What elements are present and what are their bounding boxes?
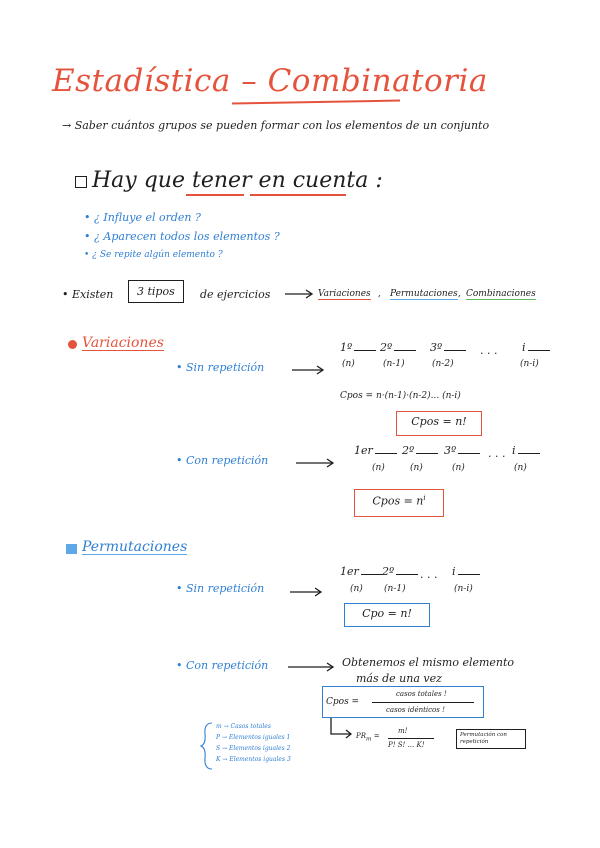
arrow-icon [285, 289, 314, 299]
var-con-dots: . . . [488, 447, 506, 460]
legend-m: m → Casos totales [216, 723, 271, 730]
page-title: Estadística – Combinatoria [52, 63, 488, 99]
var-sin-dots: . . . [480, 344, 498, 357]
var-con-count-2: (n) [410, 463, 423, 473]
variaciones-heading: Variaciones [82, 335, 164, 351]
pr-denominator: P! S! ... K! [388, 741, 425, 749]
underline-tener [186, 194, 244, 196]
types-mid: de ejercicios [200, 288, 271, 301]
type-permutaciones: Permutaciones [390, 289, 458, 300]
question-order: • ¿ Influye el orden ? [84, 211, 201, 224]
perm-con-label: • Con repetición [176, 659, 269, 672]
var-sin-count-i: (n-i) [520, 359, 539, 369]
perm-sin-count-2: (n-1) [384, 584, 406, 594]
perm-con-note-1: Obtenemos el mismo elemento [342, 656, 515, 669]
perm-sin-count-1: (n) [350, 584, 363, 594]
perm-sin-label: • Sin repetición [176, 582, 265, 595]
variaciones-dot-icon [68, 340, 77, 349]
var-sin-count-2: (n-1) [383, 359, 405, 369]
perm-con-formula-box [322, 686, 484, 718]
var-sin-pos-3: 3º [430, 342, 467, 353]
var-con-label: • Con repetición [176, 454, 269, 467]
legend-p: P → Elementos iguales 1 [216, 734, 291, 741]
var-sin-pos-2: 2º [380, 342, 417, 353]
perm-con-note-2: más de una vez [356, 672, 442, 685]
var-con-count-1: (n) [372, 463, 385, 473]
type-variaciones: Variaciones [318, 289, 371, 300]
var-con-pos-2: 2º [402, 445, 439, 456]
arrow-icon [292, 365, 325, 375]
title-underline [231, 99, 401, 105]
permutaciones-heading: Permutaciones [82, 539, 188, 555]
pr-note-box: Permutación con repetición [456, 729, 526, 749]
perm-con-denominator: casos idénticos ! [386, 706, 445, 714]
perm-sin-result: Cpo = n! [344, 603, 430, 627]
var-con-pos-1: 1er [354, 445, 397, 456]
var-sin-formula: Cpos = n·(n-1)·(n-2)... (n-i) [340, 391, 461, 401]
var-sin-result: Cpos = n! [396, 411, 482, 436]
pr-numerator: m! [398, 727, 408, 735]
arrow-icon [296, 458, 335, 468]
subtitle: → Saber cuántos grupos se pueden formar … [62, 119, 490, 132]
types-sep-1: , [378, 289, 381, 299]
arrow-icon [290, 587, 323, 597]
var-con-result: Cpos = ni [354, 489, 444, 517]
perm-sin-pos-2: 2º [382, 566, 419, 577]
var-sin-label: • Sin repetición [176, 361, 265, 374]
brace-icon [199, 722, 213, 770]
hook-arrow-icon [330, 718, 353, 739]
var-con-count-3: (n) [452, 463, 465, 473]
perm-con-lhs: Cpos = [326, 697, 360, 707]
legend-k: K → Elementos iguales 3 [216, 756, 291, 763]
perm-con-fraction-bar [372, 702, 474, 704]
types-sep-2: , [458, 289, 461, 299]
perm-sin-pos-1: 1er [340, 566, 383, 577]
pr-note: Permutación con repetición [460, 732, 507, 745]
pr-lhs: PRm = [356, 732, 380, 743]
perm-con-numerator: casos totales ! [396, 690, 447, 698]
var-sin-pos-i: i [522, 342, 550, 353]
var-con-count-i: (n) [514, 463, 527, 473]
perm-sin-pos-i: i [452, 566, 480, 577]
legend-s: S → Elementos iguales 2 [216, 745, 291, 752]
var-con-pos-3: 3º [444, 445, 481, 456]
question-all-elements: • ¿ Aparecen todos los elementos ? [84, 230, 280, 243]
perm-sin-dots: . . . [420, 568, 438, 581]
types-lead: • Existen [62, 288, 114, 301]
var-sin-pos-1: 1º [340, 342, 377, 353]
var-con-pos-i: i [512, 445, 540, 456]
types-box: 3 tipos [128, 280, 184, 303]
underline-en-cuenta [250, 194, 346, 196]
perm-sin-count-i: (n-i) [454, 584, 473, 594]
type-combinaciones: Combinaciones [466, 289, 536, 300]
question-repeat: • ¿ Se repite algún elemento ? [84, 250, 223, 260]
arrow-icon [288, 662, 335, 672]
checkbox-icon [75, 176, 87, 188]
var-sin-count-1: (n) [342, 359, 355, 369]
pr-fraction-bar [388, 738, 434, 740]
var-sin-count-3: (n-2) [432, 359, 454, 369]
permutaciones-square-icon [66, 544, 77, 554]
intro-heading: Hay que tener en cuenta : [92, 168, 383, 193]
